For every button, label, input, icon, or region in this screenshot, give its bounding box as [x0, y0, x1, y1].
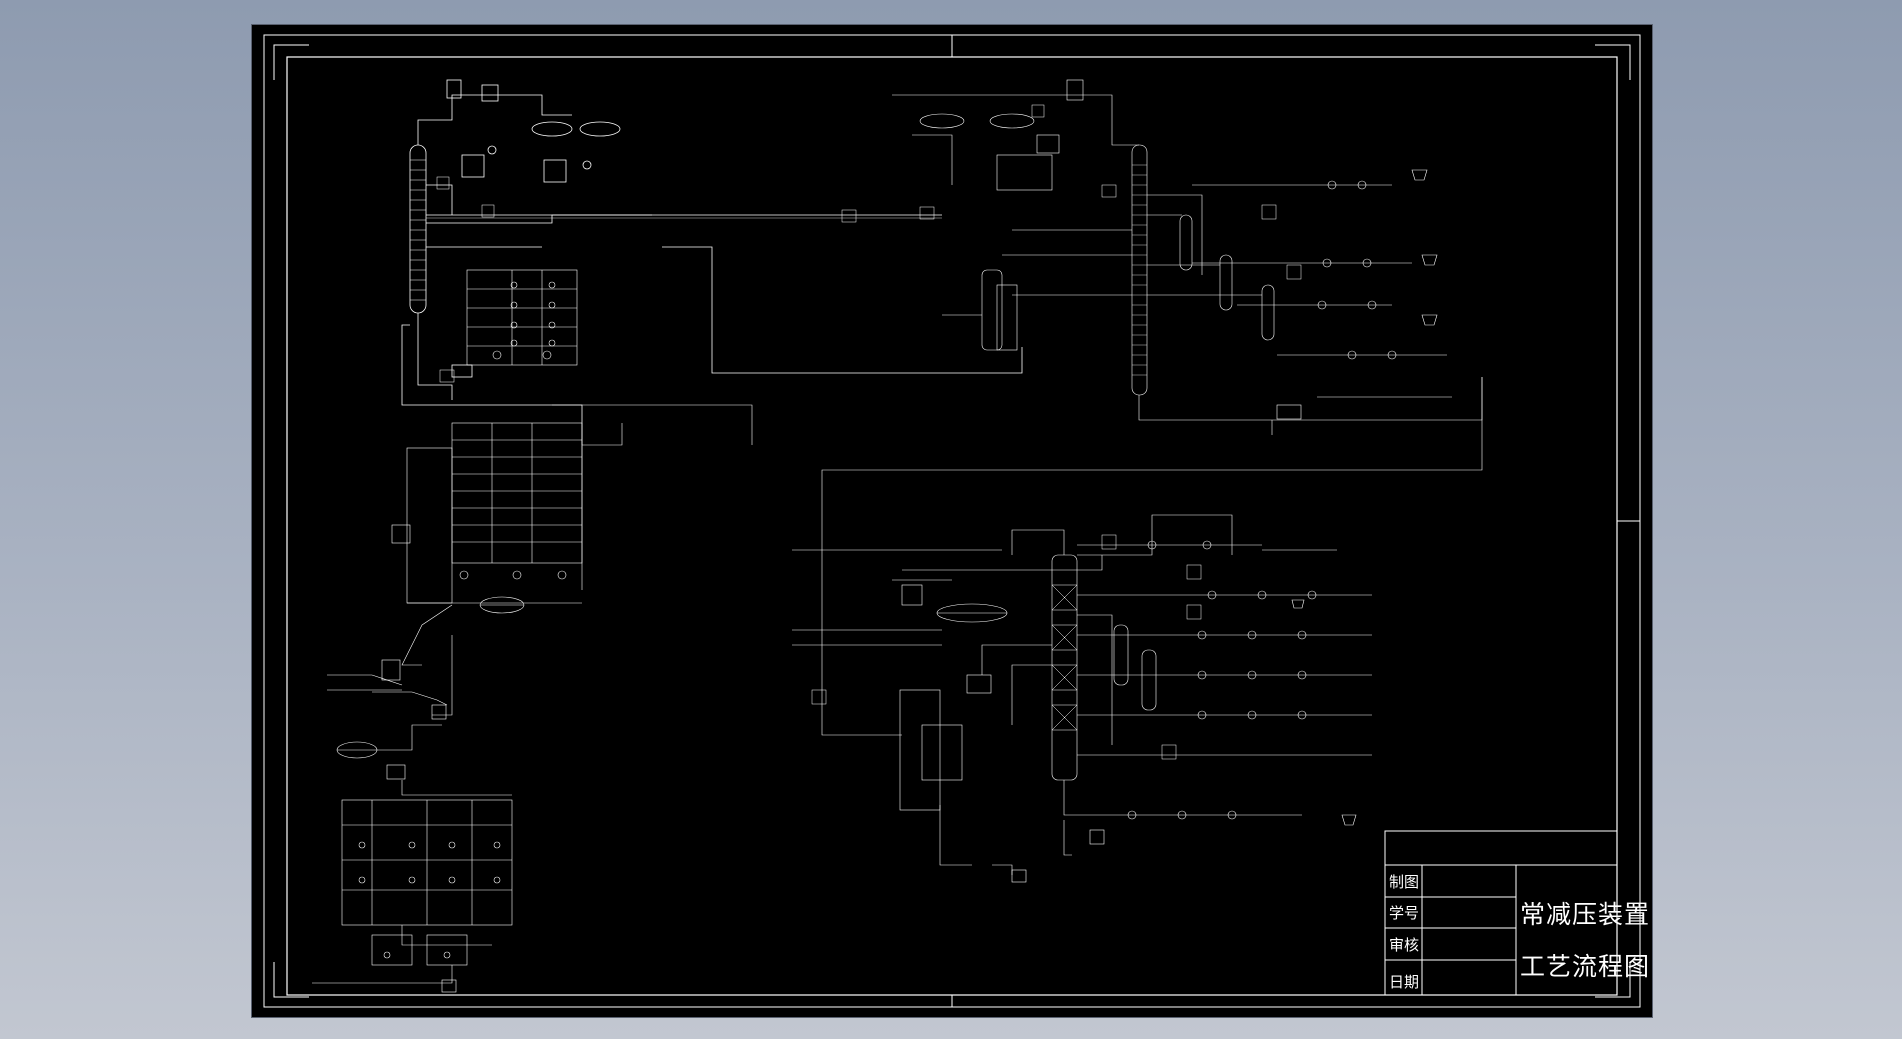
drawing-title-line1: 常减压装置	[1520, 900, 1650, 929]
section-stabilizer	[821, 79, 1483, 736]
section-desalter	[312, 596, 525, 993]
section-atmospheric-tower	[401, 79, 1023, 445]
instrument-tags	[436, 104, 1302, 760]
process-flow-diagram: 制图 学号 审核 日期 常减压装置 工艺流程图	[263, 34, 1650, 1008]
drawing-title-line2: 工艺流程图	[1520, 952, 1650, 981]
section-vacuum-tower	[792, 514, 1372, 883]
tb-label-date: 日期	[1389, 973, 1419, 991]
tb-label-review: 审核	[1389, 936, 1419, 954]
title-block	[1384, 830, 1618, 996]
cad-viewport[interactable]: 制图 学号 审核 日期 常减压装置 工艺流程图	[251, 24, 1653, 1018]
inner-frame	[286, 56, 1618, 996]
section-exchanger-train	[391, 404, 753, 604]
tb-label-student-id: 学号	[1389, 904, 1419, 922]
tb-label-drawn: 制图	[1389, 873, 1419, 891]
